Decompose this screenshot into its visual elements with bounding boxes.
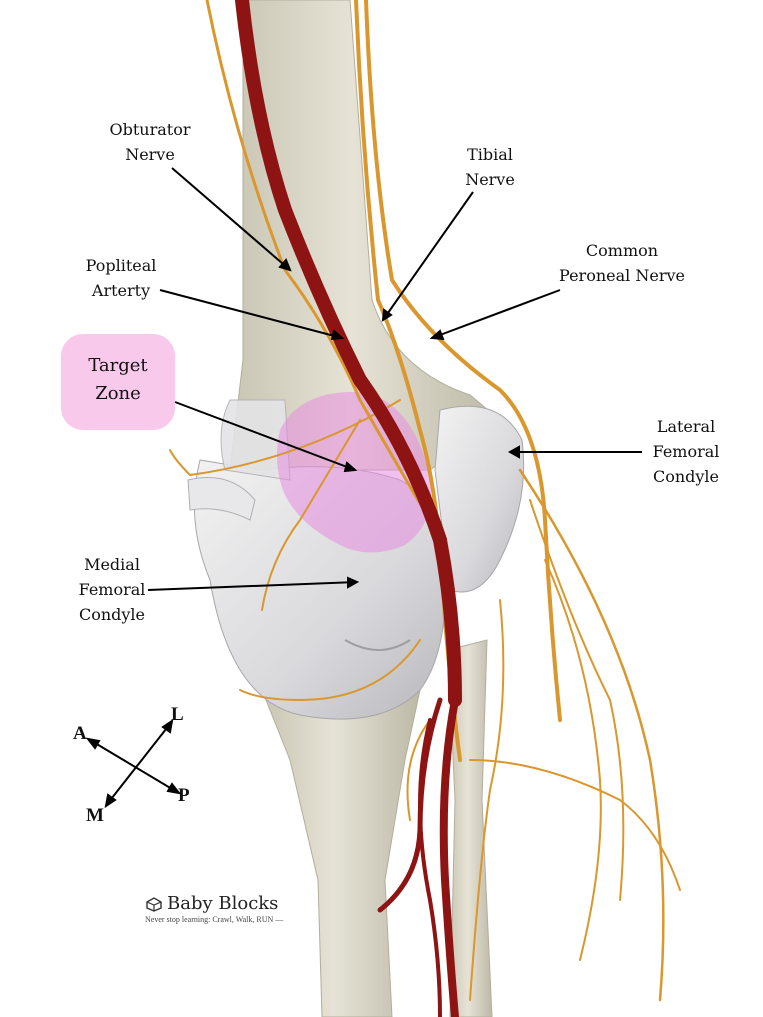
obturator-nerve <box>205 0 432 522</box>
label-lateral-femoral-condyle: Lateral Femoral Condyle <box>652 417 720 486</box>
genicular-branch-2 <box>261 419 361 611</box>
brand-name: Baby Blocks <box>167 893 279 914</box>
compass-axis-ap <box>89 739 178 793</box>
label-popliteal-artery: Popliteal Arterty <box>85 256 157 300</box>
arrowhead-peroneal <box>429 329 445 341</box>
leader-common-peroneal <box>431 289 561 339</box>
arrowhead-medial <box>347 576 360 589</box>
blocks-icon <box>146 896 162 912</box>
compass-label-posterior: P <box>178 785 190 806</box>
compass-arrow-a <box>85 737 101 750</box>
compass-label-anterior: A <box>73 723 87 744</box>
leader-medial-condyle <box>147 581 358 591</box>
label-tibial-nerve: Tibial Nerve <box>465 145 515 189</box>
peroneal-branch-1 <box>518 468 665 1002</box>
common-peroneal-nerve <box>364 0 562 722</box>
leader-popliteal-artery <box>159 289 343 339</box>
anterior-tibial-artery <box>439 696 459 1017</box>
label-common-peroneal-nerve: Common Peroneal Nerve <box>559 241 685 285</box>
compass-label-medial: M <box>86 805 104 826</box>
peroneal-artery <box>418 718 442 1017</box>
arrowhead-lateral <box>507 445 520 459</box>
leader-tibial-nerve <box>382 191 474 321</box>
leader-lines <box>147 167 642 591</box>
genicular-branch-1 <box>169 399 401 477</box>
arrowhead-obturator <box>278 258 292 272</box>
arrowhead-artery <box>330 329 345 341</box>
label-medial-femoral-condyle: Medial Femoral Condyle <box>78 555 146 624</box>
peroneal-branch-2 <box>529 499 625 901</box>
crural-branch-2 <box>406 719 431 821</box>
genicular-branch-3 <box>239 639 421 702</box>
fibula <box>447 639 493 1017</box>
compass-arrow-m <box>104 793 117 809</box>
arrowhead-tibial <box>381 308 393 322</box>
condyle-groove <box>344 639 411 651</box>
brand-tagline: Never stop learning: Crawl, Walk, RUN — <box>145 915 284 924</box>
nerves <box>169 0 681 1002</box>
arteries <box>235 0 462 1017</box>
target-zone-label-box <box>61 334 175 430</box>
tibia <box>261 689 421 1017</box>
label-target-zone: Target Zone <box>88 355 148 404</box>
arrowhead-target <box>343 461 358 473</box>
brand-logo: Baby Blocks Never stop learning: Crawl, … <box>145 893 283 924</box>
popliteal-artery <box>235 0 462 707</box>
label-obturator-nerve: Obturator Nerve <box>109 120 191 164</box>
peroneal-branch-3 <box>544 559 602 961</box>
crural-branch <box>469 759 681 891</box>
compass-arrow-l <box>161 718 174 734</box>
peroneal-branch-4 <box>469 599 505 1001</box>
lateral-femoral-condyle <box>434 405 525 593</box>
compass-label-lateral: L <box>171 704 184 725</box>
compass-arrow-p <box>166 782 182 795</box>
medial-condyle-ridge <box>187 477 256 521</box>
leader-target-zone <box>174 401 356 471</box>
leader-obturator-nerve <box>171 167 291 271</box>
orientation-compass <box>85 718 182 809</box>
medial-condyle-upper <box>220 399 291 481</box>
compass-axis-ml <box>107 723 171 804</box>
